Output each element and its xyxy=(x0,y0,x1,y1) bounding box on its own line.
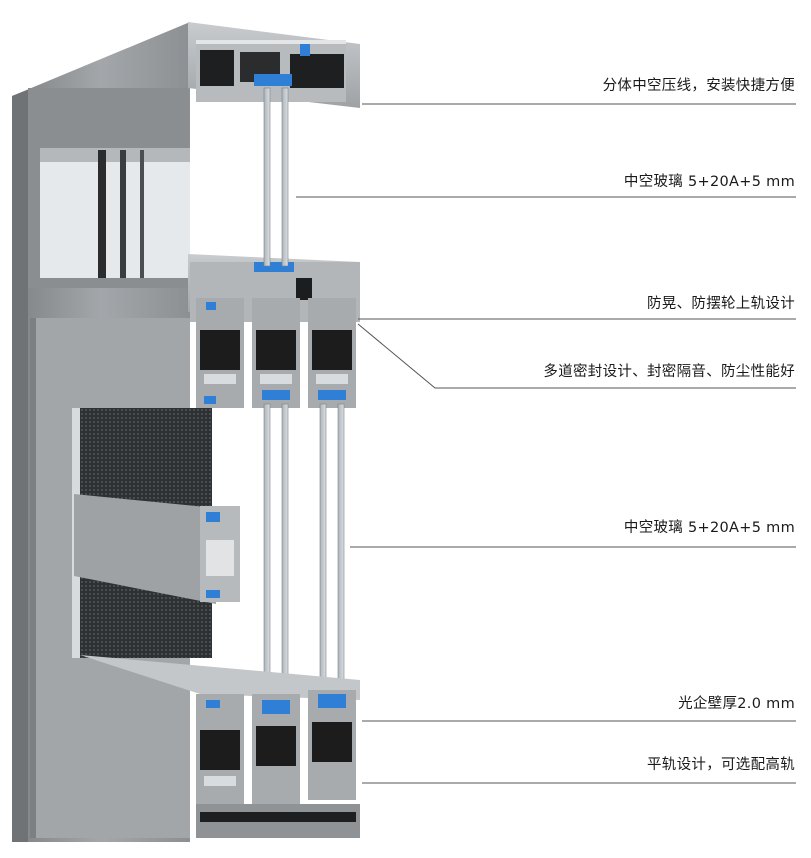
callout-split-bead: 分体中空压线，安装快捷方便 xyxy=(602,78,795,94)
callout-upper-glass: 中空玻璃 5+20A+5 mm xyxy=(623,174,795,190)
callout-lower-glass: 中空玻璃 5+20A+5 mm xyxy=(623,520,795,536)
lower-glass xyxy=(263,403,345,695)
upper-glass xyxy=(263,87,289,267)
callout-flat-track: 平轨设计，可选配高轨 xyxy=(647,757,795,773)
insect-screen xyxy=(72,408,240,658)
callout-anti-sway-rail: 防晃、防摆轮上轨设计 xyxy=(647,296,795,312)
head-profile xyxy=(188,22,360,108)
leader-lines xyxy=(296,103,796,784)
sill-profile xyxy=(80,655,360,838)
callout-wall-thickness: 光企壁厚2.0 mm xyxy=(678,696,795,712)
callout-multi-seal: 多道密封设计、封密隔音、防尘性能好 xyxy=(543,364,795,380)
transom-profile xyxy=(188,254,360,408)
leader-line-4 xyxy=(357,323,796,389)
